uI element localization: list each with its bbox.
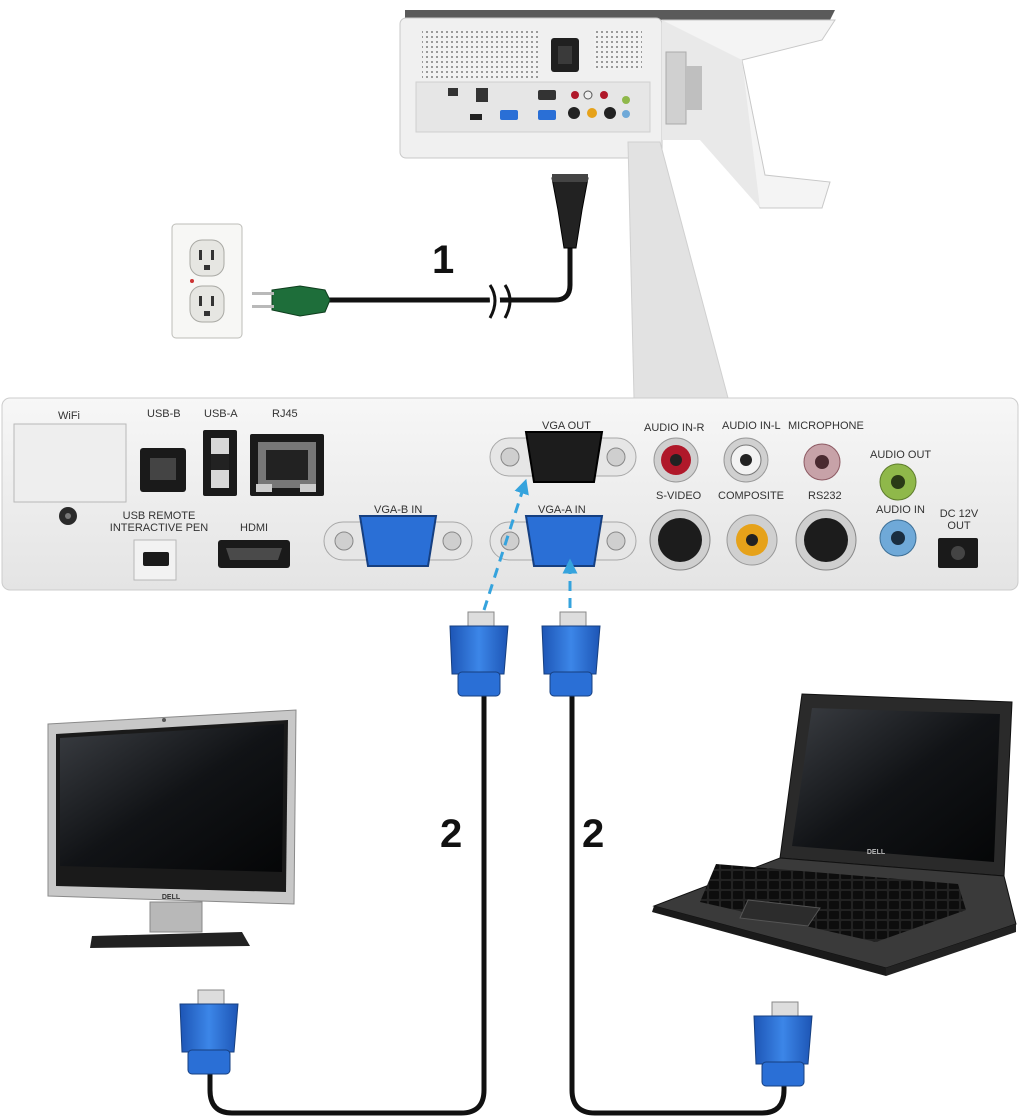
label-dc-12v: DC 12V	[939, 508, 979, 520]
projector-rear-panel	[1, 397, 1019, 591]
vga-connector	[179, 989, 239, 1075]
vga-a-in-port	[489, 515, 637, 567]
label-usb-a: USB-A	[204, 408, 238, 420]
label-vga-out: VGA OUT	[542, 420, 591, 432]
label-audio-out: AUDIO OUT	[870, 449, 932, 461]
label-interactive-pen: INTERACTIVE PEN	[109, 522, 209, 534]
vga-connector	[449, 611, 509, 697]
vga-connector	[541, 611, 601, 697]
vga-cables	[207, 694, 787, 1116]
vga-connector	[753, 1001, 813, 1087]
label-dc-out: OUT	[947, 520, 971, 532]
wall-outlet	[171, 223, 243, 339]
laptop-logo: DELL	[866, 849, 886, 856]
label-audio-in-l: AUDIO IN-L	[722, 420, 781, 432]
callout-number-1: 1	[432, 238, 455, 282]
label-vga-a-in: VGA-A IN	[538, 504, 586, 516]
monitor	[47, 709, 297, 948]
label-composite: COMPOSITE	[718, 490, 785, 502]
label-rs232: RS232	[808, 490, 842, 502]
vga-b-in-port	[323, 515, 473, 567]
label-s-video: S-VIDEO	[656, 490, 702, 502]
label-vga-b-in: VGA-B IN	[374, 504, 423, 516]
projector	[399, 0, 836, 209]
callout-number-2: 2	[440, 812, 463, 856]
connection-arrows	[482, 478, 578, 611]
label-wifi: WiFi	[58, 410, 80, 422]
label-rj45: RJ45	[272, 408, 298, 420]
laptop	[652, 693, 1017, 976]
monitor-logo: DELL	[161, 894, 181, 901]
vga-out-port	[489, 431, 637, 483]
label-hdmi: HDMI	[240, 522, 269, 534]
label-microphone: MICROPHONE	[788, 420, 864, 432]
label-usb-remote: USB REMOTE	[122, 510, 196, 522]
callout-number-2: 2	[582, 812, 605, 856]
label-audio-in-r: AUDIO IN-R	[644, 422, 705, 434]
label-audio-in: AUDIO IN	[876, 504, 925, 516]
power-cable	[252, 174, 589, 321]
label-usb-b: USB-B	[147, 408, 181, 420]
